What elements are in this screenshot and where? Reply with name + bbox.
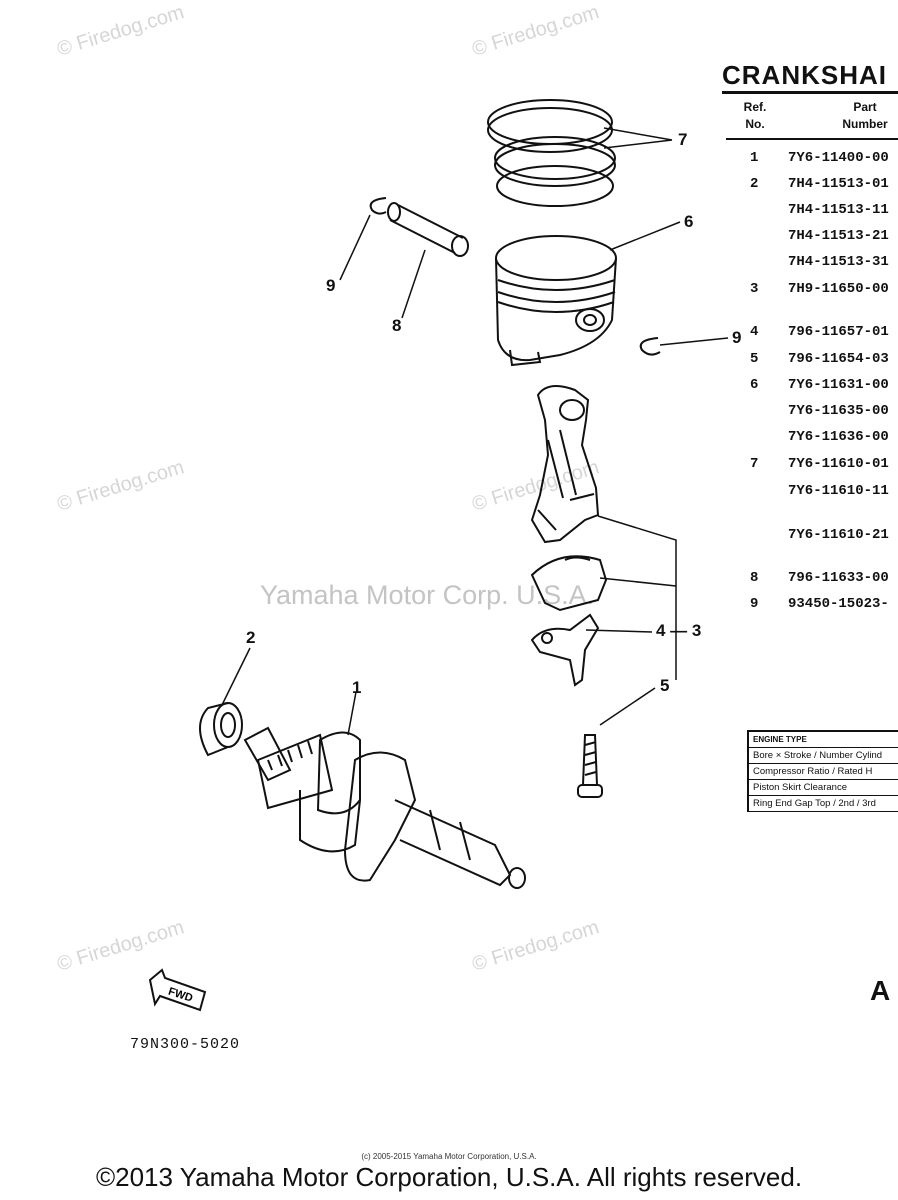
table-row: 7Y6-11610-11 <box>788 483 889 499</box>
assembly-letter: A <box>870 975 891 1006</box>
title-rule <box>722 91 898 94</box>
header-ref-no: Ref. No. <box>743 100 767 131</box>
spec-header: ENGINE TYPE <box>749 732 898 748</box>
table-row: 7Y6-11610-21 <box>788 527 889 543</box>
table-row: 7Y6-11635-00 <box>788 403 889 419</box>
piston <box>495 235 617 367</box>
callout-6: 6 <box>684 212 694 231</box>
circlip-right <box>639 337 661 356</box>
small-copyright: (c) 2005-2015 Yamaha Motor Corporation, … <box>361 1152 537 1161</box>
callout-4-3: 4 — 3 <box>656 621 702 640</box>
svg-text:FWD: FWD <box>167 986 195 1005</box>
callout-5: 5 <box>660 676 670 695</box>
table-row: 7Y6-11636-00 <box>788 429 889 445</box>
table-row: 7H4-11513-21 <box>788 228 889 244</box>
callout-2: 2 <box>246 628 256 647</box>
circlip-left <box>369 197 387 215</box>
crankshaft <box>243 726 526 889</box>
diagram-code: 79N300-5020 <box>130 1036 241 1053</box>
rod-bolt <box>577 734 603 798</box>
engine-spec-box: ENGINE TYPE Bore × Stroke / Number Cylin… <box>747 730 898 812</box>
locking-plate <box>530 613 600 687</box>
page-title: CRANKSHAI <box>722 60 887 90</box>
callout-7: 7 <box>678 130 688 149</box>
rod-cap <box>530 555 608 612</box>
fwd-arrow-icon <box>148 968 207 1012</box>
spec-row: Piston Skirt Clearance <box>749 780 898 796</box>
center-watermark: Yamaha Motor Corp. U.S.A. <box>260 580 595 610</box>
table-row: 7H4-11513-31 <box>788 254 889 270</box>
connecting-rod <box>530 385 600 544</box>
spec-row: Compressor Ratio / Rated H <box>749 764 898 780</box>
fwd-label: FWD <box>167 986 195 1005</box>
oil-seal <box>199 702 243 757</box>
piston-pin <box>387 202 469 257</box>
spec-row: Bore × Stroke / Number Cylind <box>749 748 898 764</box>
callout-8: 8 <box>392 316 402 335</box>
table-row: 7H4-11513-11 <box>788 202 889 218</box>
header-rule <box>726 138 898 140</box>
copyright-footer: ©2013 Yamaha Motor Corporation, U.S.A. A… <box>95 1162 803 1192</box>
callout-9-left: 9 <box>326 276 336 295</box>
callout-9-right: 9 <box>732 328 742 347</box>
piston-rings <box>487 99 616 207</box>
header-part-number: Part Number <box>842 100 888 131</box>
callout-1: 1 <box>352 678 362 697</box>
spec-row: Ring End Gap Top / 2nd / 3rd <box>749 796 898 812</box>
